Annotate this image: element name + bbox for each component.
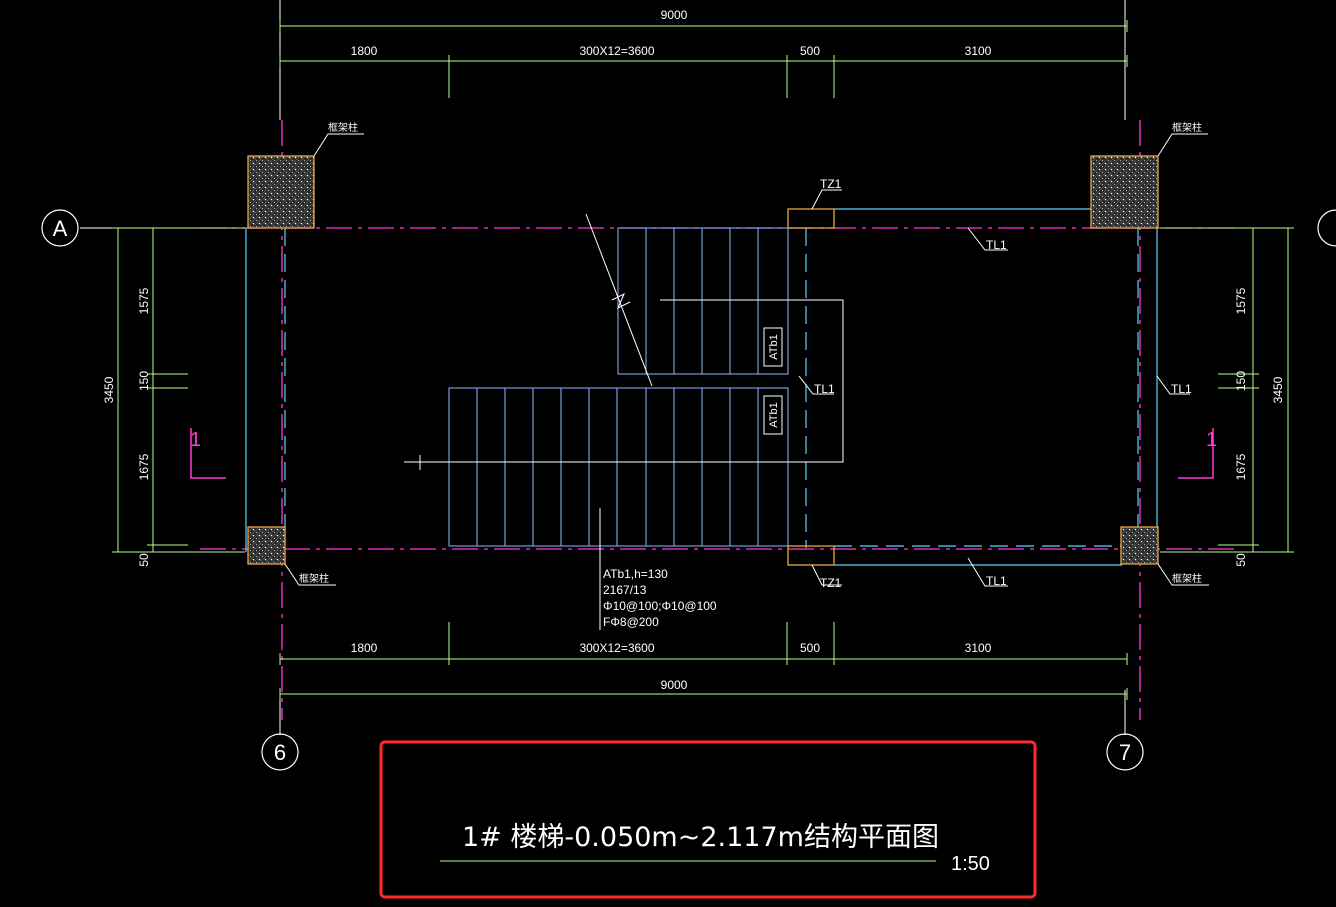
label-section-right: 1 <box>1206 429 1217 451</box>
break-line <box>585 213 653 387</box>
label-tz1-bottom: TZ1 <box>820 576 842 590</box>
column-bottom-left <box>247 526 286 565</box>
section-mark-left: 1 <box>190 428 226 479</box>
top-dimensions <box>279 20 1128 98</box>
tz1-bottom-leader <box>811 564 842 586</box>
stair-note-4: FΦ8@200 <box>603 615 659 629</box>
label-column-bl: 框架柱 <box>299 572 329 585</box>
axis-bubble-a: A <box>41 209 79 247</box>
dim-right-seg-2: 150 <box>1234 371 1248 391</box>
tz1-post-bottom <box>787 545 835 566</box>
stair-note-3: Φ10@100;Φ10@100 <box>603 599 717 613</box>
axis-a-label: A <box>53 216 68 241</box>
grid-lines <box>200 120 1240 720</box>
landing-outline <box>420 299 844 463</box>
dim-left-seg-3: 1675 <box>137 453 151 480</box>
dim-bottom-seg-1: 1800 <box>351 641 378 655</box>
dim-left-total: 3450 <box>102 376 116 403</box>
column-top-left <box>247 155 315 229</box>
axis-6-label: 6 <box>274 740 286 765</box>
dim-right-seg-3: 1675 <box>1234 453 1248 480</box>
beam-hidden-lines <box>284 228 1139 548</box>
bottom-dimensions <box>279 622 1128 700</box>
left-dimensions <box>112 227 245 553</box>
label-column-tl: 框架柱 <box>328 121 358 134</box>
dim-right-seg-4: 50 <box>1234 553 1248 567</box>
axis-bubble-right-partial <box>1317 209 1336 247</box>
dim-left-seg-2: 150 <box>137 371 151 391</box>
atb-tag-upper: ATb1 <box>763 327 783 367</box>
dim-bottom-seg-4: 3100 <box>965 641 992 655</box>
label-section-left: 1 <box>190 429 201 451</box>
tz1-post-top <box>787 208 835 229</box>
lower-flight <box>448 387 789 547</box>
axis-7-label: 7 <box>1119 740 1131 765</box>
drawing-scale: 1:50 <box>951 853 990 875</box>
dim-top-seg-3: 500 <box>800 44 820 58</box>
label-tz1-top: TZ1 <box>820 177 842 191</box>
label-tl1-top: TL1 <box>986 238 1007 252</box>
break-zigzag <box>611 292 631 310</box>
axis-bubble-7: 7 <box>1106 733 1144 771</box>
label-tl1-right: TL1 <box>1171 382 1192 396</box>
label-tl1-mid: TL1 <box>814 382 835 396</box>
dim-left-seg-4: 50 <box>137 553 151 567</box>
label-column-br: 框架柱 <box>1172 572 1202 585</box>
drawing-title: 1# 楼梯-0.050m~2.117m结构平面图 <box>462 822 939 853</box>
axis-bubble-6: 6 <box>261 733 299 771</box>
stair-note-1: ATb1,h=130 <box>603 567 668 581</box>
dim-top-seg-4: 3100 <box>965 44 992 58</box>
column-leaders <box>284 133 1209 586</box>
label-tl1-bottom: TL1 <box>986 574 1007 588</box>
label-column-tr: 框架柱 <box>1172 121 1202 134</box>
dim-top-seg-2: 300X12=3600 <box>579 44 654 58</box>
dim-right-seg-1: 1575 <box>1234 287 1248 314</box>
stair-note-2: 2167/13 <box>603 583 647 597</box>
label-atb-upper: ATb1 <box>768 334 780 359</box>
dim-bottom-seg-2: 300X12=3600 <box>579 641 654 655</box>
walls <box>245 208 1158 566</box>
upper-flight <box>617 227 789 375</box>
dim-bottom-seg-3: 500 <box>800 641 820 655</box>
dim-top-total: 9000 <box>661 8 688 22</box>
tl1-leaders <box>798 227 1190 587</box>
right-dimensions <box>1160 227 1294 553</box>
dim-bottom-total: 9000 <box>661 678 688 692</box>
tz1-top-leader <box>811 189 842 210</box>
label-atb-lower: ATb1 <box>768 402 780 427</box>
dim-top-seg-1: 1800 <box>351 44 378 58</box>
dim-left-seg-1: 1575 <box>137 287 151 314</box>
atb-tag-lower: ATb1 <box>763 395 783 435</box>
column-top-right <box>1090 155 1159 229</box>
section-mark-right: 1 <box>1178 428 1217 479</box>
column-bottom-right <box>1120 526 1159 565</box>
dim-right-total: 3450 <box>1271 376 1285 403</box>
title-highlight-box <box>379 740 1037 899</box>
